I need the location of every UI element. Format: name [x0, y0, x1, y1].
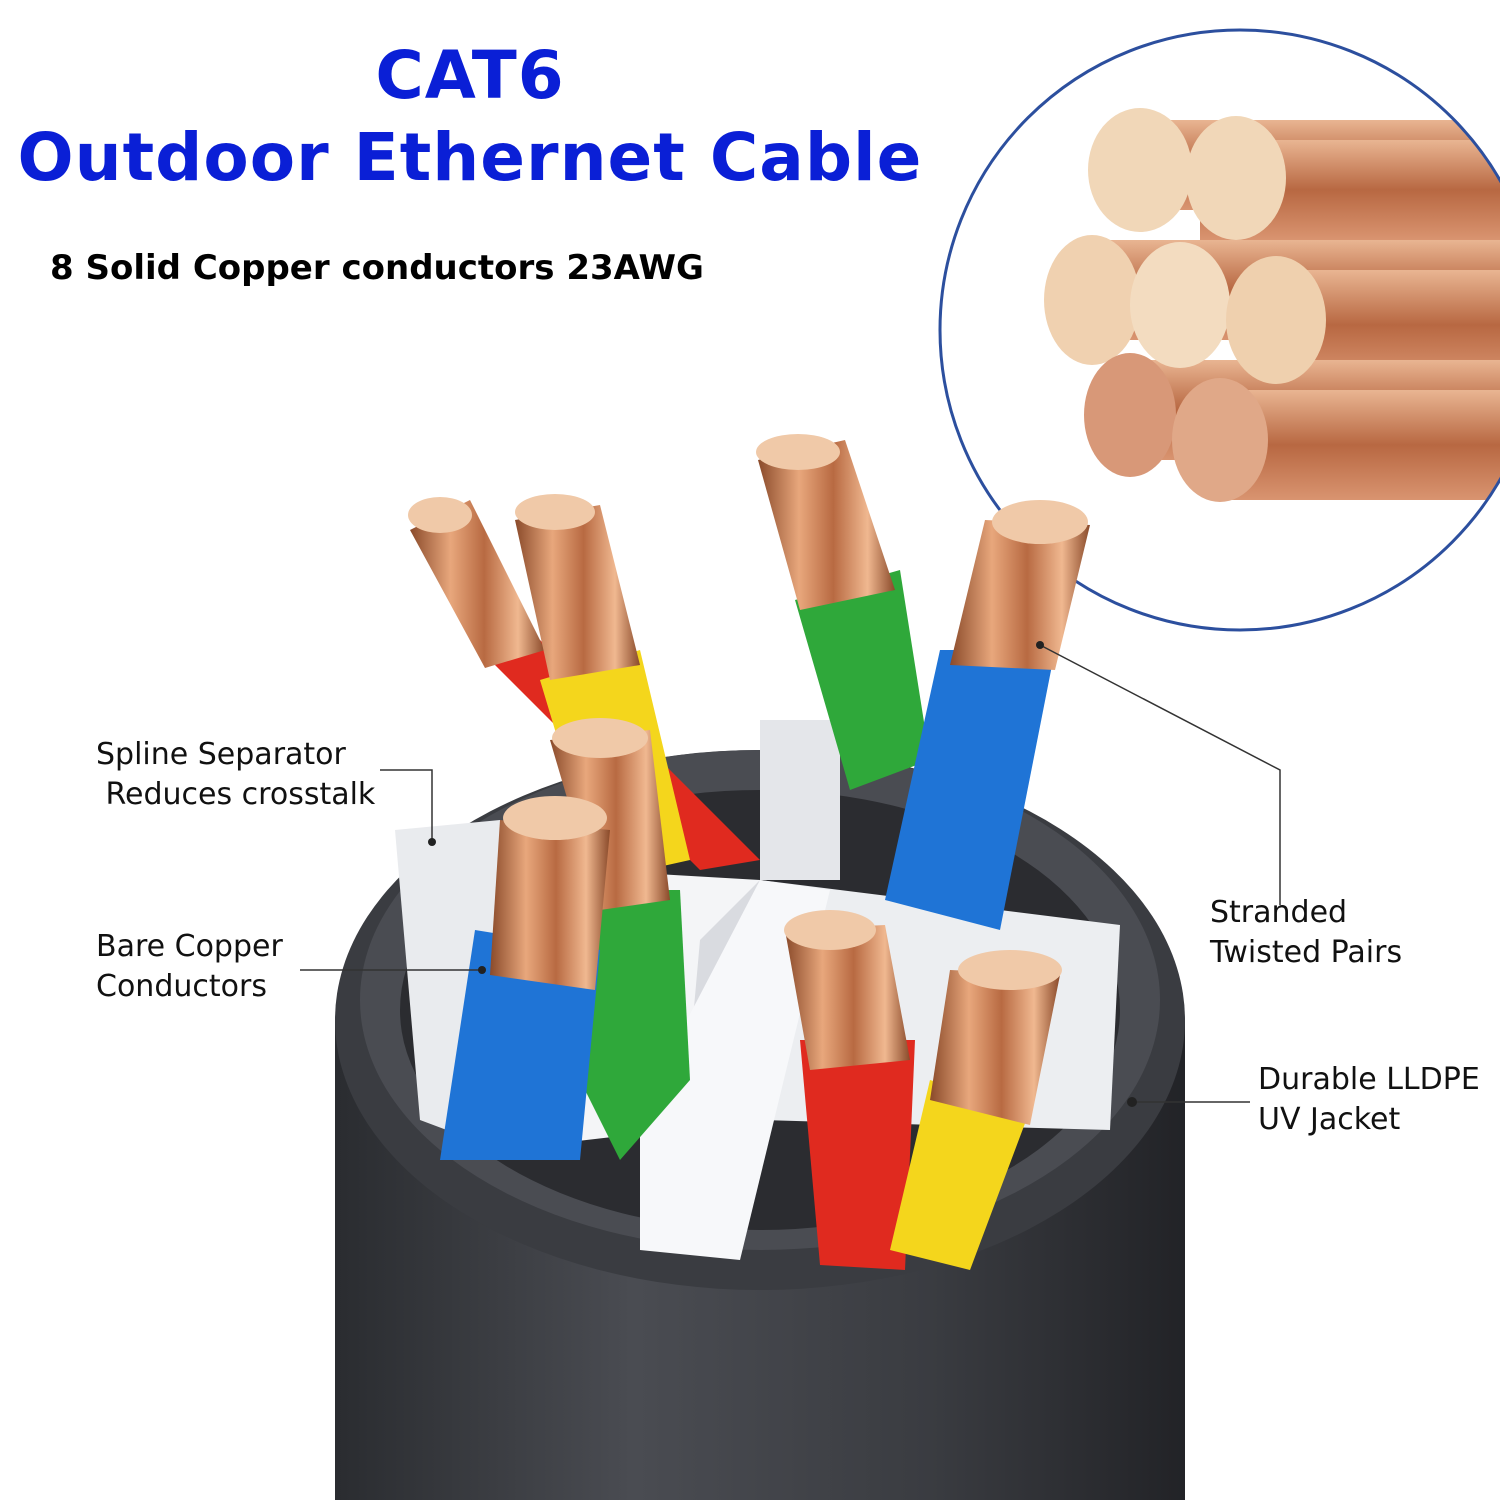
- conductor-end: [1088, 108, 1192, 232]
- stranded-label-line1: Stranded: [1210, 895, 1348, 930]
- spline-leader-line: [380, 769, 433, 840]
- wire-green-front: [550, 718, 690, 1160]
- conductor-end: [1186, 116, 1286, 240]
- subtitle: 8 Solid Copper conductors 23AWG: [50, 248, 704, 288]
- jacket-leader-dot: [1127, 1097, 1137, 1107]
- wire-green-back: [756, 434, 930, 790]
- conductor-end: [1130, 242, 1230, 368]
- bare-label-line2: Conductors: [96, 969, 267, 1004]
- spline-leader-dot: [428, 838, 436, 846]
- stranded-label-line2: Twisted Pairs: [1210, 935, 1403, 970]
- jacket-label-line1: Durable LLDPE: [1258, 1062, 1480, 1097]
- magnifier-ring: [938, 28, 1500, 632]
- wire-blue-front: [440, 796, 610, 1160]
- conductor-end: [1084, 353, 1176, 477]
- magnified-conductor-view: [938, 28, 1500, 632]
- spline-label-line1: Spline Separator: [96, 737, 346, 772]
- conductor-end: [1172, 378, 1268, 502]
- callout-leaders: [300, 641, 1281, 1107]
- bare-label-line1: Bare Copper: [96, 929, 283, 964]
- stranded-leader-dot: [1036, 641, 1044, 649]
- wire-blue-back: [885, 500, 1090, 930]
- spline-label-line2: Reduces crosstalk: [96, 777, 376, 812]
- conductor-end: [1044, 235, 1140, 365]
- jacket-label-line2: UV Jacket: [1258, 1102, 1401, 1137]
- title-line-2: Outdoor Ethernet Cable: [17, 119, 923, 196]
- stranded-leader-line: [1039, 644, 1281, 905]
- title-line-1: CAT6: [375, 37, 565, 114]
- wire-yellow-front: [890, 950, 1062, 1270]
- wire-red-front: [784, 910, 915, 1270]
- conductor-end: [1226, 256, 1326, 384]
- bare-leader-dot: [478, 966, 486, 974]
